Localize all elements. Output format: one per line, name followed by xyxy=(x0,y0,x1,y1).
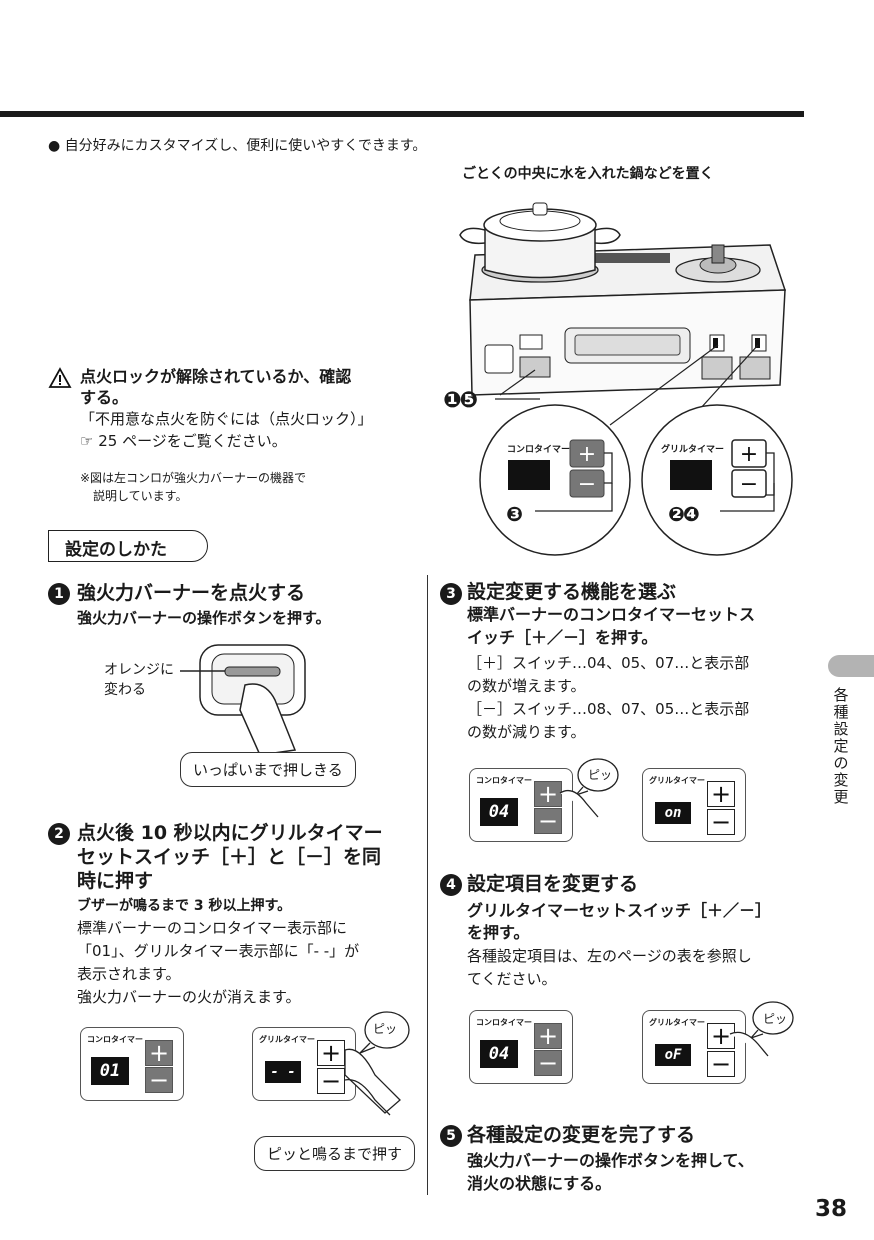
step-4-konro-panel: コンロタイマー 04 + − xyxy=(469,1010,573,1084)
callout-1-5: ❶❺ xyxy=(443,388,478,413)
konro-plus-button[interactable]: + xyxy=(534,781,562,807)
step-2-number: 2 xyxy=(48,823,70,845)
step-4-body-2: てください。 xyxy=(467,970,557,988)
step-2-beep: ピッ xyxy=(373,1022,398,1036)
step-1-bubble: いっぱいまで押しきる xyxy=(180,752,356,787)
konro-display: 04 xyxy=(480,1040,518,1068)
grill-display: oF xyxy=(655,1044,691,1066)
grill-minus-button[interactable]: − xyxy=(317,1068,345,1094)
konro-minus-button[interactable]: − xyxy=(534,1050,562,1076)
step-4-grill-panel: グリルタイマー oF + − xyxy=(642,1010,746,1084)
step-4-subtitle-2: を押す。 xyxy=(467,923,530,942)
step-3-konro-panel: コンロタイマー 04 + − xyxy=(469,768,573,842)
step-2-body-3: 表示されます。 xyxy=(77,965,181,983)
konro-label: コンロタイマー xyxy=(476,1018,532,1027)
step-5-subtitle-2: 消火の状態にする。 xyxy=(467,1174,612,1193)
step-4-beep: ピッ xyxy=(763,1012,788,1026)
grill-timer-label-top: グリルタイマー xyxy=(661,445,725,455)
caution-line-2: ☞ 25 ページをご覧ください。 xyxy=(80,432,287,450)
grill-plus-button[interactable]: + xyxy=(707,781,735,807)
konro-plus-button[interactable]: + xyxy=(145,1040,173,1066)
svg-text:+: + xyxy=(578,442,596,467)
note-line-1: ※図は左コンロが強火力バーナーの機器で xyxy=(80,471,307,485)
step-1-number: 1 xyxy=(48,583,70,605)
konro-label: コンロタイマー xyxy=(476,776,532,785)
step-5-number: 5 xyxy=(440,1125,462,1147)
step-3-beep: ピッ xyxy=(588,768,613,782)
step-3-subtitle-2: イッチ［＋／－］を押す。 xyxy=(467,628,658,647)
step-2-body-1: 標準バーナーのコンロタイマー表示部に xyxy=(77,919,348,937)
step-5-subtitle-1: 強火力バーナーの操作ボタンを押して、 xyxy=(467,1151,754,1170)
step-4-subtitle-1: グリルタイマーセットスイッチ［＋／－］ xyxy=(467,901,772,920)
step-3-body-4: の数が減ります。 xyxy=(467,723,586,741)
ignition-button-illustration xyxy=(180,644,306,756)
konro-timer-label-top: コンロタイマー xyxy=(507,445,571,455)
grill-label: グリルタイマー xyxy=(649,1018,705,1027)
step-3-grill-panel: グリルタイマー on + − xyxy=(642,768,746,842)
caution-line-1: 「不用意な点火を防ぐには（点火ロック）」 xyxy=(80,410,373,428)
svg-text:−: − xyxy=(578,472,596,497)
grill-minus-button[interactable]: − xyxy=(707,809,735,835)
caution-title-2: する。 xyxy=(80,388,129,407)
step-3-body-1: ［＋］スイッチ…04、05、07…と表示部 xyxy=(467,654,750,672)
side-tab-label: 各種設定の変更 xyxy=(833,686,849,806)
step-2-title-2: セットスイッチ［＋］と［－］を同 xyxy=(77,846,382,868)
konro-minus-button[interactable]: − xyxy=(534,808,562,834)
note-line-2: 説明しています。 xyxy=(93,489,188,503)
illustration-caption: ごとくの中央に水を入れた鍋などを置く xyxy=(462,166,714,182)
top-rule xyxy=(0,111,804,117)
step-3-title: 設定変更する機能を選ぶ xyxy=(467,581,677,603)
grill-plus-button[interactable]: + xyxy=(317,1040,345,1066)
step-1-title: 強火力バーナーを点火する xyxy=(77,582,306,604)
step-2-konro-panel: コンロタイマー 01 + − xyxy=(80,1027,184,1101)
step-4-body-1: 各種設定項目は、左のページの表を参照し xyxy=(467,947,752,965)
column-divider xyxy=(427,575,428,1195)
caution-title-1: 点火ロックが解除されているか、確認 xyxy=(80,367,352,386)
step-4-number: 4 xyxy=(440,874,462,896)
step-2-grill-panel: グリルタイマー - - + − xyxy=(252,1027,356,1101)
svg-text:+: + xyxy=(740,442,758,467)
warning-icon xyxy=(48,367,72,388)
step-3-subtitle-1: 標準バーナーのコンロタイマーセットス xyxy=(467,605,756,624)
step-3-body-2: の数が増えます。 xyxy=(467,677,586,695)
page-number: 38 xyxy=(815,1196,848,1222)
step-5-title: 各種設定の変更を完了する xyxy=(467,1124,696,1146)
callout-3: ❸ xyxy=(506,502,523,526)
konro-plus-button[interactable]: + xyxy=(534,1023,562,1049)
grill-display: on xyxy=(655,802,691,824)
label-orange-2: 変わる xyxy=(104,682,146,698)
konro-label: コンロタイマー xyxy=(87,1035,143,1044)
konro-display: 04 xyxy=(480,798,518,826)
grill-label: グリルタイマー xyxy=(649,776,705,785)
step-2-body-2: 「01」、グリルタイマー表示部に「- -」が xyxy=(77,942,360,960)
step-4-title: 設定項目を変更する xyxy=(467,873,639,895)
step-2-body-4: 強火力バーナーの火が消えます。 xyxy=(77,988,301,1006)
svg-text:−: − xyxy=(740,472,758,497)
callout-2-4: ❷❹ xyxy=(668,502,700,526)
step-2-title-1: 点火後 10 秒以内にグリルタイマー xyxy=(77,822,383,844)
section-title: 設定のしかた xyxy=(48,530,208,562)
step-3-body-3: ［－］スイッチ…08、07、05…と表示部 xyxy=(467,700,750,718)
side-tab xyxy=(828,655,874,677)
stove-illustration: + − + − xyxy=(459,202,793,556)
grill-display: - - xyxy=(265,1061,301,1083)
step-3-hand-illustration xyxy=(559,758,619,818)
grill-label: グリルタイマー xyxy=(259,1035,315,1044)
step-2-subtitle: ブザーが鳴るまで 3 秒以上押す。 xyxy=(77,898,292,914)
step-3-number: 3 xyxy=(440,583,462,605)
step-4-hand-illustration xyxy=(729,1001,794,1057)
step-2-bubble: ピッと鳴るまで押す xyxy=(254,1136,416,1171)
step-2-title-3: 時に押す xyxy=(77,870,154,892)
step-1-subtitle: 強火力バーナーの操作ボタンを押す。 xyxy=(77,609,331,627)
grill-plus-button[interactable]: + xyxy=(707,1023,735,1049)
label-orange-1: オレンジに xyxy=(104,662,174,678)
intro-text: ● 自分好みにカスタマイズし、便利に使いやすくできます。 xyxy=(48,138,427,154)
grill-minus-button[interactable]: − xyxy=(707,1051,735,1077)
konro-minus-button[interactable]: − xyxy=(145,1067,173,1093)
konro-display: 01 xyxy=(91,1057,129,1085)
step-2-hand-illustration xyxy=(344,1011,410,1116)
